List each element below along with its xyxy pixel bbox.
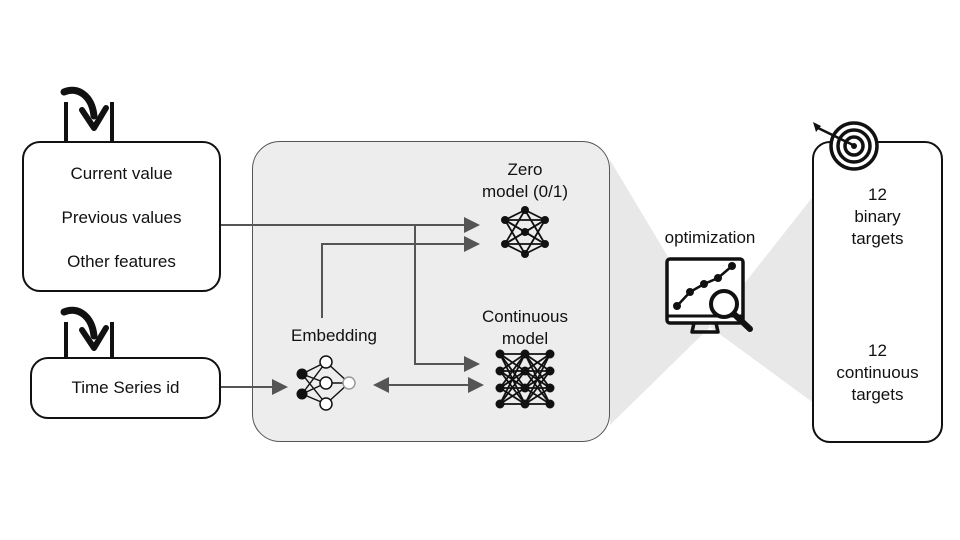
neural-net-icon [501, 206, 549, 258]
binary-targets-count: 12 [868, 185, 887, 204]
targets-output-box [812, 141, 943, 443]
feature-current-value: Current value [70, 164, 173, 183]
optimization-label: optimization [664, 228, 756, 247]
continuous-targets-word2: targets [851, 385, 904, 404]
small-neural-net-icon [296, 355, 356, 411]
arrow-into-box-icon [60, 86, 114, 148]
features-input-box [22, 141, 221, 292]
monitor-chart-magnifier-icon [665, 257, 753, 334]
embedding-label: Embedding [290, 326, 377, 345]
continuous-targets-count: 12 [868, 341, 887, 360]
zero-model-label-line2: model (0/1) [482, 182, 568, 201]
binary-targets-word2: targets [851, 229, 904, 248]
continuous-targets-word1: continuous [836, 363, 919, 382]
neural-net-icon [495, 349, 555, 409]
feature-other-features: Other features [67, 252, 176, 271]
feature-previous-values: Previous values [61, 208, 182, 227]
series-id-input-box [30, 357, 221, 419]
series-id-label: Time Series id [71, 378, 180, 397]
features-to-continuous-arrow [414, 225, 480, 372]
zero-model-label-line1: Zero [507, 160, 543, 179]
binary-targets-word1: binary [854, 207, 901, 226]
embedding-to-zero-arrow [321, 236, 480, 318]
continuous-model-label-line2: model [501, 329, 549, 348]
bullseye-target-icon [813, 121, 879, 171]
continuous-model-label-line1: Continuous [481, 307, 568, 326]
